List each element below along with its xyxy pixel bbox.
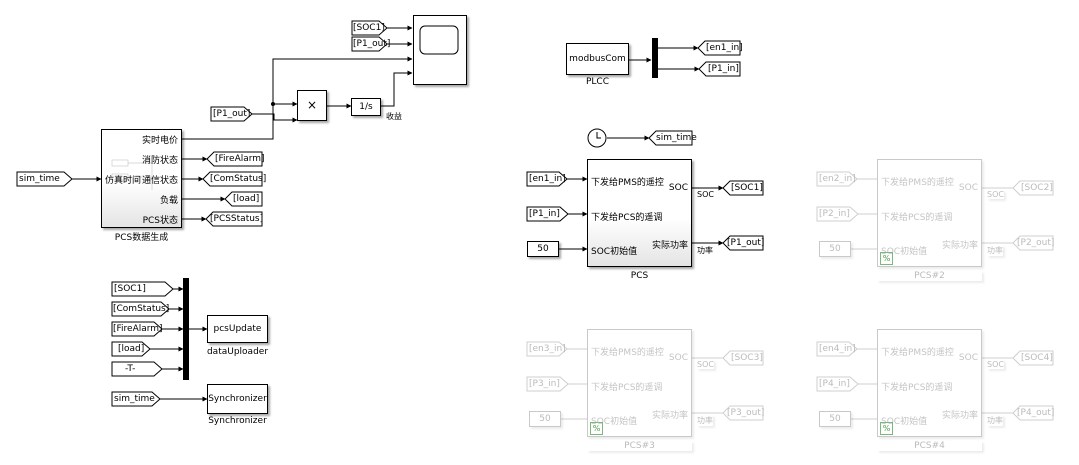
output-label-price: 实时电价 bbox=[141, 136, 178, 146]
from-tag-p1out-shape bbox=[210, 106, 253, 122]
pcs3-block[interactable]: 下发给PMS的遥控 下发给PCS的遥调 SOC初始值 SOC 实际功率 % bbox=[587, 329, 692, 437]
out-label-soc: SOC bbox=[668, 183, 688, 193]
pcs4-const-block[interactable]: 50 bbox=[819, 411, 851, 427]
signal-label-power: 功率 bbox=[697, 246, 713, 255]
output-label-load: 负载 bbox=[159, 196, 178, 206]
synchronizer-caption: Synchronizer bbox=[208, 416, 267, 426]
synchronizer-block[interactable]: Synchronizer bbox=[207, 384, 268, 414]
product-block[interactable]: × bbox=[297, 90, 327, 121]
synchronizer-label: Synchronizer bbox=[208, 394, 267, 404]
demux-block[interactable] bbox=[652, 38, 658, 78]
plcc-caption: PLCC bbox=[585, 77, 609, 87]
mux-block[interactable] bbox=[183, 278, 189, 380]
pcs4-block[interactable]: 下发给PMS的遥控 下发给PCS的遥调 SOC初始值 SOC 实际功率 % bbox=[877, 329, 982, 437]
output-label-fire: 消防状态 bbox=[141, 156, 178, 166]
output-label-comm: 通信状态 bbox=[141, 176, 178, 186]
data-uploader-caption: dataUploader bbox=[206, 347, 269, 357]
pcs2-signal-soc: SOC bbox=[987, 190, 1004, 199]
pcs-update-block[interactable]: pcsUpdate bbox=[207, 315, 268, 343]
output-label-pcs-status: PCS状态 bbox=[142, 216, 178, 226]
pcs-data-gen-block[interactable]: 实时电价 消防状态 仿真时间 通信状态 负载 PCS状态 bbox=[101, 129, 182, 228]
port-label-soc-init: SOC初始值 bbox=[591, 247, 638, 257]
branch-junction bbox=[271, 102, 275, 106]
integrator-caption: 收益 bbox=[386, 112, 402, 121]
clock-icon bbox=[587, 128, 607, 148]
pcs-update-label: pcsUpdate bbox=[213, 324, 262, 334]
commented-badge-icon: % bbox=[880, 422, 893, 435]
integrator-block[interactable]: 1/s bbox=[351, 98, 381, 116]
modbus-label: modbusCom bbox=[569, 54, 626, 64]
pcs-block[interactable]: 下发给PMS的遥控 下发给PCS的遥调 SOC初始值 SOC 实际功率 bbox=[587, 159, 692, 267]
internal-preview-icon bbox=[111, 159, 153, 190]
pcs3-signal-soc: SOC bbox=[697, 360, 714, 369]
commented-badge-icon: % bbox=[590, 422, 603, 435]
integrator-label: 1/s bbox=[359, 102, 373, 112]
commented-badge-icon: % bbox=[880, 252, 893, 265]
pcs-data-gen-caption: PCS数据生成 bbox=[114, 233, 169, 243]
input-label-simtime: 仿真时间 bbox=[105, 176, 142, 186]
modbus-com-block[interactable]: modbusCom bbox=[566, 43, 629, 75]
from-tag-sim-time-shape bbox=[16, 171, 73, 187]
port-label-pms: 下发给PMS的遥控 bbox=[591, 178, 664, 188]
pcs-caption: PCS bbox=[630, 271, 649, 281]
out-label-power: 实际功率 bbox=[651, 241, 688, 251]
pcs3-caption: PCS#3 bbox=[587, 441, 692, 451]
pcs2-const-block[interactable]: 50 bbox=[819, 241, 851, 257]
pcs4-signal-soc: SOC bbox=[987, 360, 1004, 369]
pcs2-signal-power: 功率 bbox=[987, 246, 1003, 255]
pcs2-caption: PCS#2 bbox=[877, 271, 982, 281]
pcs3-signal-power: 功率 bbox=[697, 416, 713, 425]
multiply-symbol: × bbox=[306, 98, 318, 112]
pcs2-block[interactable]: 下发给PMS的遥控 下发给PCS的遥调 SOC初始值 SOC 实际功率 % bbox=[877, 159, 982, 267]
pcs4-signal-power: 功率 bbox=[987, 416, 1003, 425]
pcs4-caption: PCS#4 bbox=[877, 441, 982, 451]
scope-block[interactable] bbox=[413, 15, 467, 85]
pcs1-const-block[interactable]: 50 bbox=[527, 241, 559, 257]
scope-screen-icon bbox=[419, 25, 459, 55]
signal-label-soc: SOC bbox=[697, 190, 714, 199]
port-label-pcs: 下发给PCS的遥调 bbox=[591, 213, 663, 223]
pcs3-const-block[interactable]: 50 bbox=[529, 411, 561, 427]
